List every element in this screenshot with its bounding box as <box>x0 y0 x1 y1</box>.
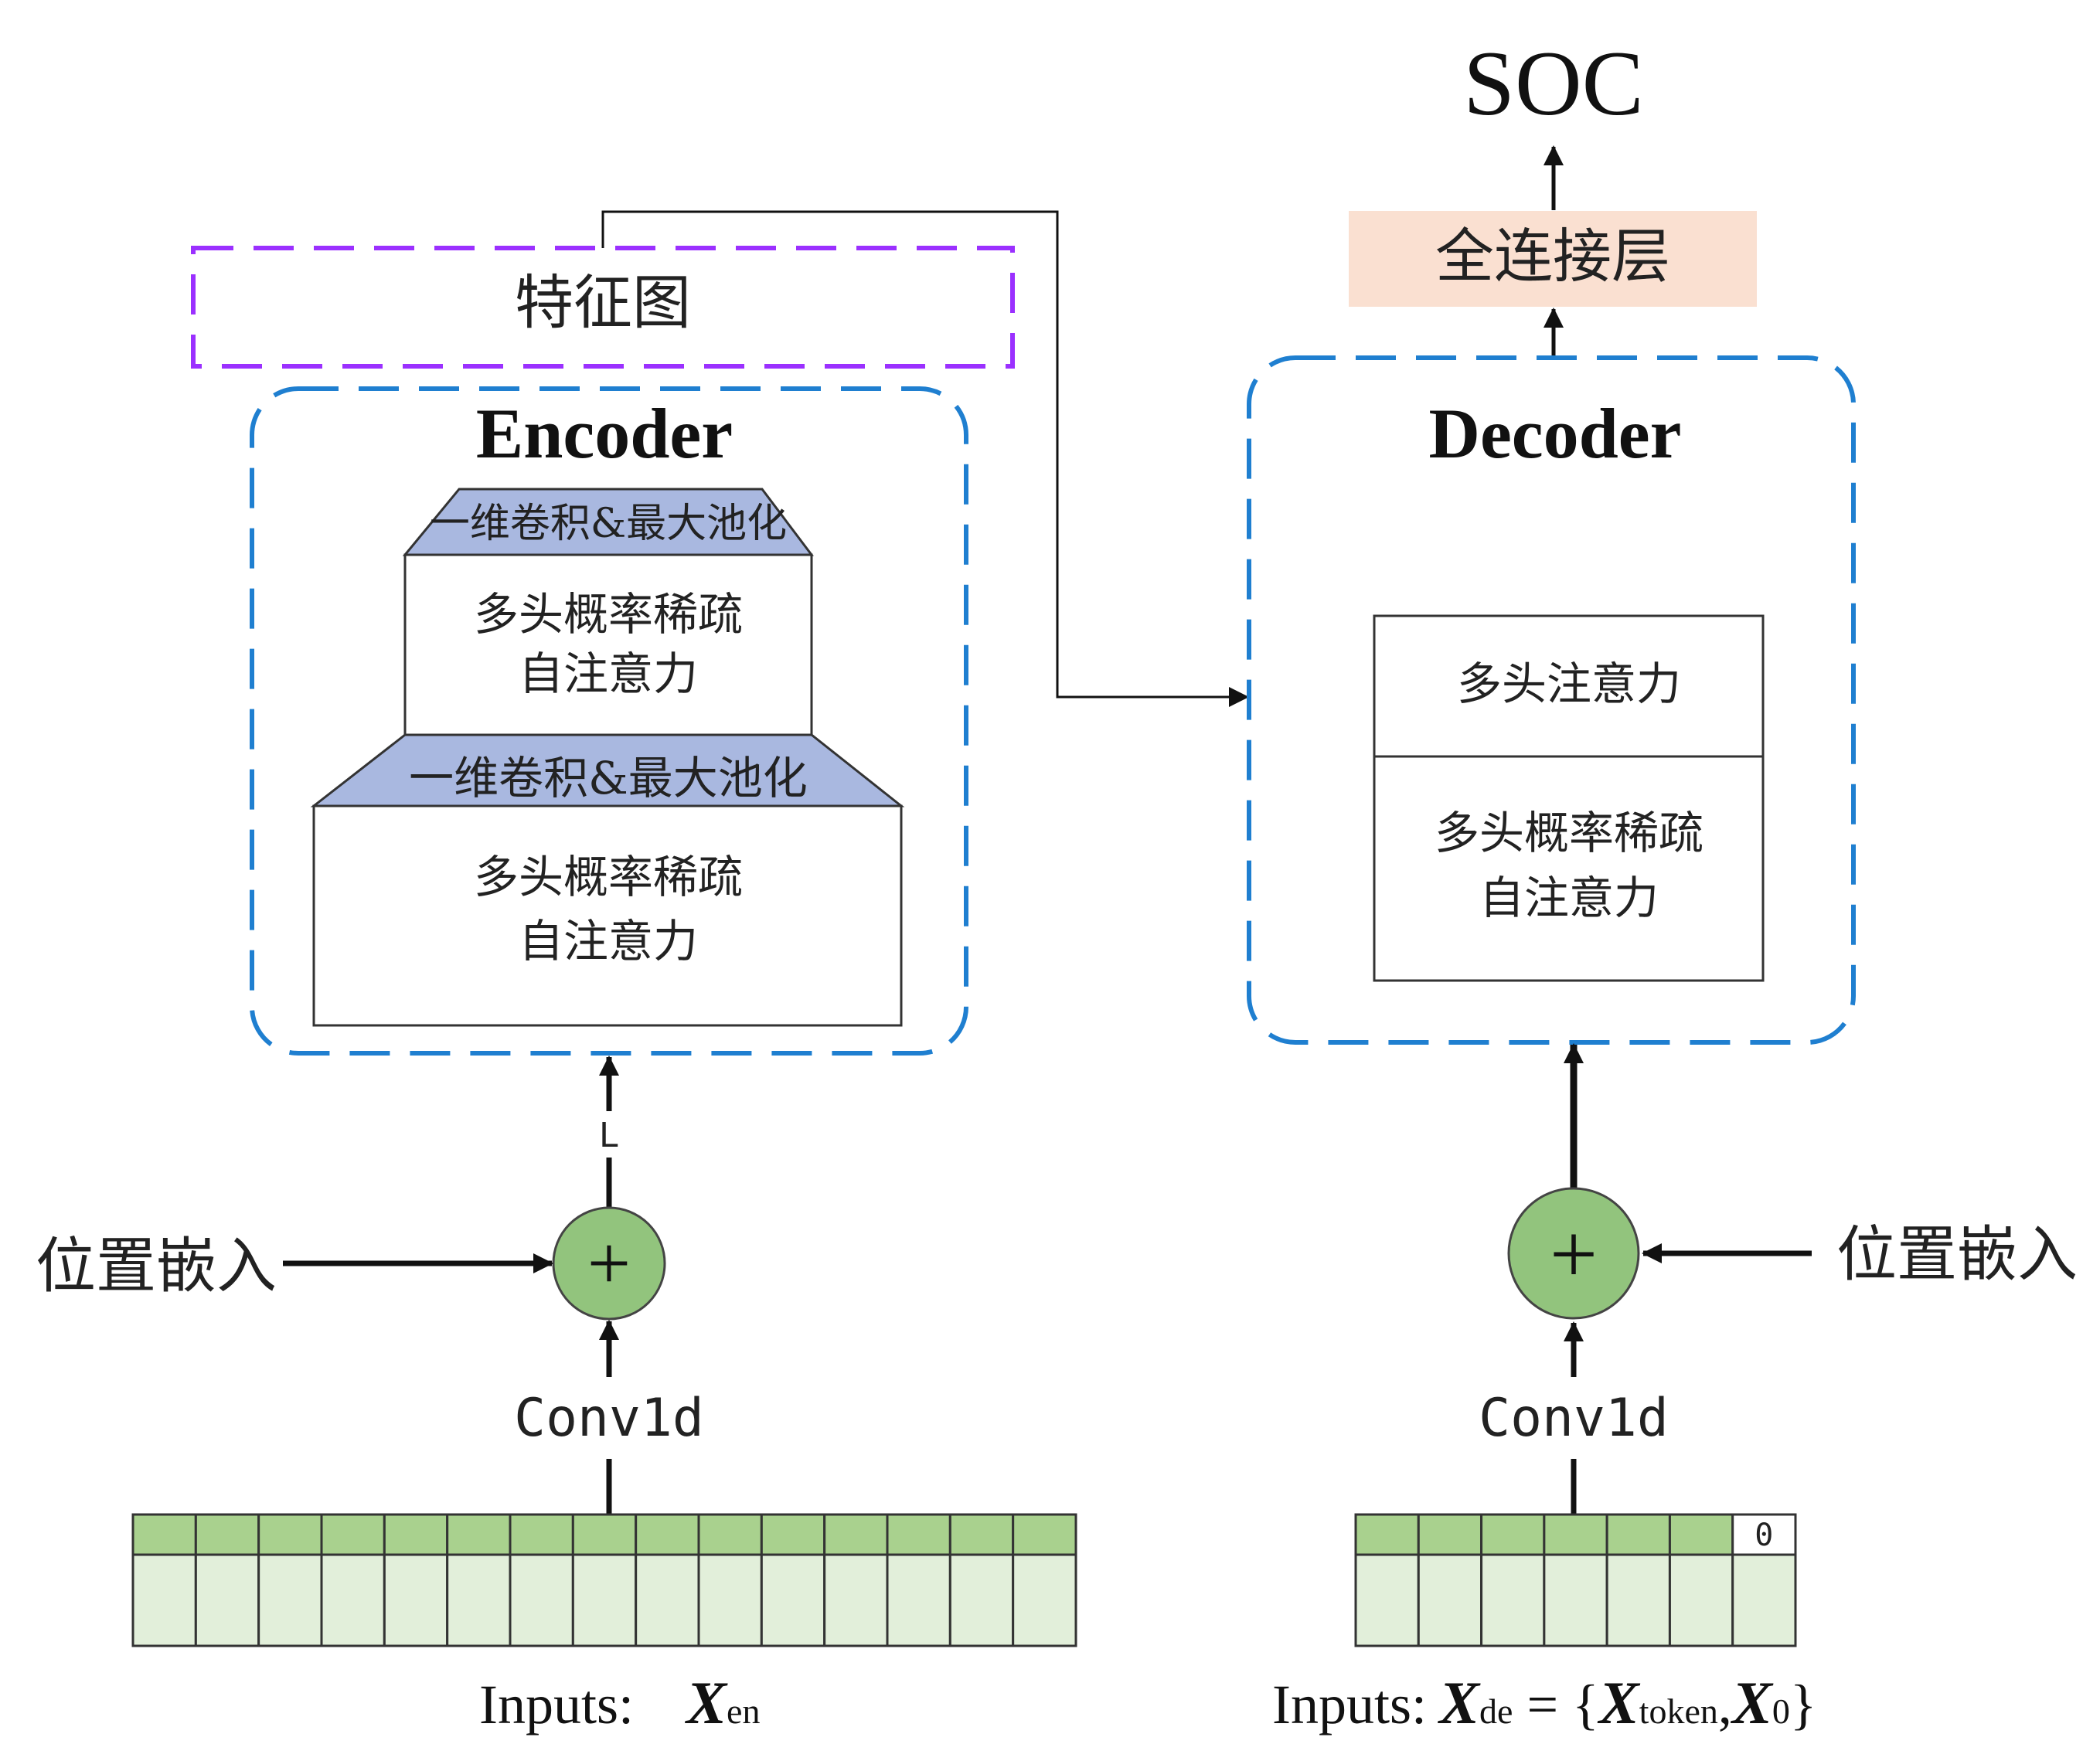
input-cell-bottom <box>1731 1553 1797 1647</box>
decoder-x-zero: X <box>1731 1669 1774 1736</box>
input-cell-top <box>257 1513 323 1556</box>
encoder-inputs-prefix: Inputs: <box>479 1674 634 1736</box>
encoder-adder-plus: + <box>587 1220 631 1306</box>
input-cell-top <box>320 1513 386 1556</box>
input-cell-top <box>1543 1513 1608 1556</box>
stack-label-bg <box>592 1111 626 1158</box>
input-cell-bottom <box>1012 1553 1077 1647</box>
encoder-conv-label: Conv1d <box>514 1388 704 1449</box>
input-cell-top <box>194 1513 260 1556</box>
input-cell-bottom <box>509 1553 574 1647</box>
input-cell-bottom <box>1417 1553 1483 1647</box>
encoder-inputs-subscript: en <box>727 1691 760 1731</box>
encoder-inputs-symbol: X <box>685 1669 728 1736</box>
encoder-upper-attention-box <box>403 553 813 736</box>
feature-map-label: 特征图 <box>515 268 691 337</box>
input-cell-bottom <box>823 1553 889 1647</box>
input-cell-top <box>571 1513 638 1556</box>
encoder-lower-attention-line1: 多头概率稀疏 <box>474 851 743 903</box>
zero-token-label: 0 <box>1755 1518 1773 1553</box>
decoder-inputs-prefix: Inputs: <box>1272 1674 1427 1736</box>
input-cell-bottom <box>446 1553 512 1647</box>
decoder-sub-token: token <box>1639 1691 1718 1731</box>
input-cell-bottom <box>1543 1553 1608 1647</box>
input-cell-bottom <box>1480 1553 1546 1647</box>
decoder-input-sequence: 0 <box>1354 1513 1797 1647</box>
encoder-title: Encoder <box>476 394 733 473</box>
input-cell-top <box>1668 1513 1734 1556</box>
input-cell-top <box>446 1513 512 1556</box>
encoder-stack-label: L <box>599 1116 620 1155</box>
encoder-input-sequence <box>131 1513 1077 1647</box>
fc-layer-label: 全连接层 <box>1435 222 1670 291</box>
soc-output-label: SOC <box>1463 32 1643 134</box>
encoder-box <box>250 386 968 1056</box>
input-cell-bottom <box>383 1553 449 1647</box>
decoder-adder-circle <box>1507 1187 1640 1320</box>
input-cell-bottom <box>131 1553 197 1647</box>
input-cell-top <box>509 1513 574 1556</box>
decoder-mha-box <box>1373 614 1765 758</box>
fc-layer-box <box>1349 211 1757 307</box>
decoder-prob-attention-line1: 多头概率稀疏 <box>1435 807 1703 859</box>
encoder-lower-attention-line2: 自注意力 <box>519 915 698 967</box>
input-cell-bottom <box>1668 1553 1734 1647</box>
encoder-upper-conv-label: 一维卷积&最大池化 <box>430 501 787 547</box>
feature-map-to-decoder-connector <box>601 210 1249 707</box>
input-cell-top <box>697 1513 763 1556</box>
decoder-title: Decoder <box>1429 394 1682 473</box>
input-cell-top <box>1480 1513 1546 1556</box>
encoder-pos-embed-label: 位置嵌入 <box>36 1232 277 1301</box>
input-cell-bottom <box>571 1553 638 1647</box>
input-cell-top <box>635 1513 700 1556</box>
decoder-comma: , <box>1718 1674 1732 1736</box>
input-cell-bottom <box>1354 1553 1420 1647</box>
input-cell-bottom <box>257 1553 323 1647</box>
decoder-close-brace: } <box>1790 1674 1817 1736</box>
input-cell-top <box>1012 1513 1077 1556</box>
decoder-x-de: X <box>1438 1669 1481 1736</box>
decoder-conv-label: Conv1d <box>1479 1388 1669 1449</box>
input-cell-bottom <box>194 1553 260 1647</box>
input-cell-top <box>1354 1513 1420 1556</box>
input-cell-bottom <box>948 1553 1015 1647</box>
decoder-prob-attention-line2: 自注意力 <box>1479 872 1659 924</box>
decoder-prob-attention-box <box>1373 755 1765 982</box>
decoder-sub-de: de <box>1479 1691 1513 1731</box>
decoder-adder-plus: + <box>1550 1207 1598 1301</box>
decoder-box <box>1247 355 1856 1045</box>
input-cell-bottom <box>1605 1553 1671 1647</box>
input-cell-top <box>760 1513 826 1556</box>
encoder-inputs-caption: Inputs: Xen <box>479 1669 760 1736</box>
decoder-x-token: X <box>1598 1669 1641 1736</box>
input-cell-top <box>1605 1513 1671 1556</box>
decoder-pos-embed-label: 位置嵌入 <box>1836 1220 2078 1290</box>
decoder-mha-label: 多头注意力 <box>1457 658 1681 710</box>
input-cell-top <box>1417 1513 1483 1556</box>
encoder-upper-attention-line1: 多头概率稀疏 <box>474 588 743 641</box>
feature-map-box <box>191 246 1015 369</box>
input-cell-top <box>131 1513 197 1556</box>
input-cell-bottom <box>320 1553 386 1647</box>
encoder-adder-circle <box>552 1206 666 1321</box>
input-cell-bottom <box>697 1553 763 1647</box>
input-cell-top <box>823 1513 889 1556</box>
input-cell-top <box>383 1513 449 1556</box>
encoder-lower-conv-label: 一维卷积&最大池化 <box>409 752 808 804</box>
input-cell-top <box>948 1513 1015 1556</box>
input-cell-bottom <box>886 1553 951 1647</box>
input-cell-bottom <box>760 1553 826 1647</box>
input-cell-bottom <box>635 1553 700 1647</box>
encoder-upper-attention-line2: 自注意力 <box>519 648 698 700</box>
decoder-inputs-caption: Inputs:Xde = {Xtoken,X0} <box>1272 1669 1816 1736</box>
decoder-sub-zero: 0 <box>1772 1691 1790 1731</box>
input-cell-top <box>886 1513 951 1556</box>
decoder-eq: = { <box>1513 1674 1598 1736</box>
encoder-lower-attention-box <box>312 804 903 1027</box>
